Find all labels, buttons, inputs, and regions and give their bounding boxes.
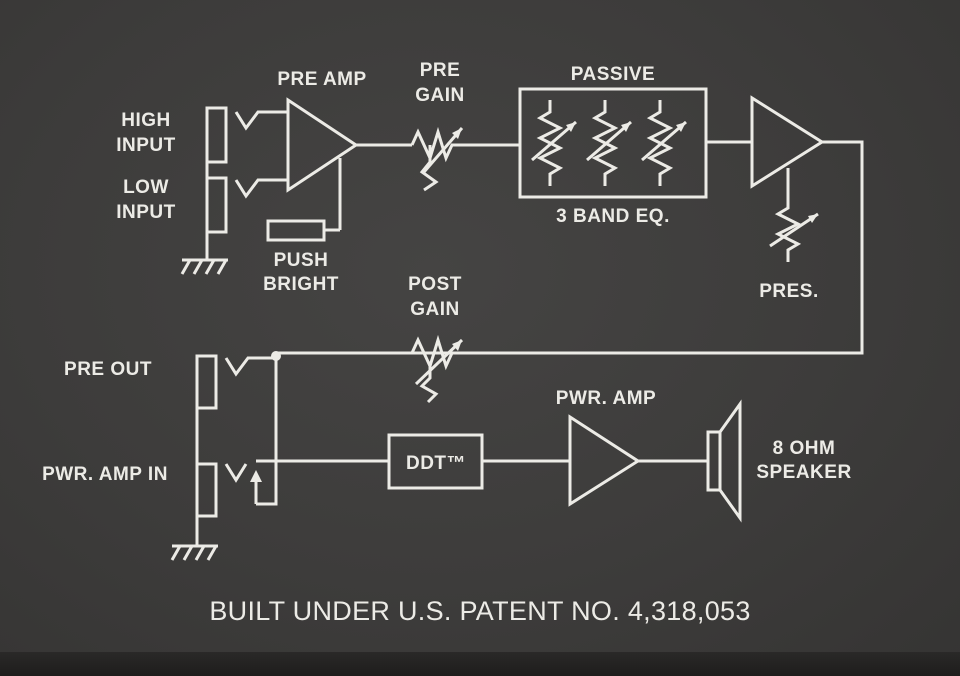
pre-out-jack	[195, 354, 218, 410]
pre-gain-label-line1: PRE	[420, 60, 461, 81]
speaker-icon	[706, 399, 742, 523]
pre-amp-triangle-icon	[286, 97, 359, 193]
ground-icon-top	[180, 258, 228, 275]
post-gain-label-line1: POST	[408, 274, 462, 295]
pre-amp-block	[266, 97, 359, 242]
ground-icon-bottom	[170, 544, 218, 561]
low-input-tip	[234, 178, 288, 199]
high-input-label-line2: INPUT	[116, 135, 176, 156]
pwr-amp-in-label: PWR. AMP IN	[42, 464, 168, 485]
high-input-label-line1: HIGH	[121, 110, 171, 131]
speaker-label-line2: SPEAKER	[756, 462, 851, 483]
pwr-amp-in-tip	[224, 463, 248, 483]
push-bright-label-line2: BRIGHT	[263, 274, 339, 295]
post-gain-pot-icon	[410, 334, 454, 371]
panel-bottom-edge	[0, 652, 960, 676]
pre-gain-pot-icon	[410, 126, 520, 163]
patent-notice: BUILT UNDER U.S. PATENT NO. 4,318,053	[209, 596, 750, 626]
eq-pots	[531, 100, 687, 186]
pre-gain-label-line2: GAIN	[415, 85, 465, 106]
push-bright-label-line1: PUSH	[274, 250, 329, 271]
pwr-amp-in-jack	[195, 462, 218, 518]
low-input-label-line1: LOW	[123, 177, 169, 198]
pre-out-tip	[224, 356, 276, 377]
tone-amp-triangle-icon	[750, 95, 825, 189]
post-gain-label-line2: GAIN	[410, 299, 460, 320]
input-jacks	[180, 106, 288, 275]
loop-wire	[276, 140, 864, 355]
passive-label: PASSIVE	[571, 64, 655, 85]
pre-amp-label: PRE AMP	[277, 69, 366, 90]
output-jacks	[170, 351, 281, 561]
pre-out-label: PRE OUT	[64, 359, 152, 380]
pwr-amp-label: PWR. AMP	[556, 388, 656, 409]
low-input-jack	[205, 176, 228, 234]
high-input-jack	[205, 106, 228, 164]
pres-label: PRES.	[759, 281, 819, 302]
pwr-amp-triangle-icon	[568, 414, 641, 507]
eq-label: 3 BAND EQ.	[556, 206, 670, 227]
ddt-label: DDT™	[406, 453, 466, 474]
presence-pot-icon	[774, 168, 802, 262]
speaker-label-line1: 8 OHM	[773, 438, 836, 459]
high-input-tip	[234, 110, 288, 131]
push-bright-switch-icon	[266, 219, 326, 242]
low-input-label-line2: INPUT	[116, 202, 176, 223]
